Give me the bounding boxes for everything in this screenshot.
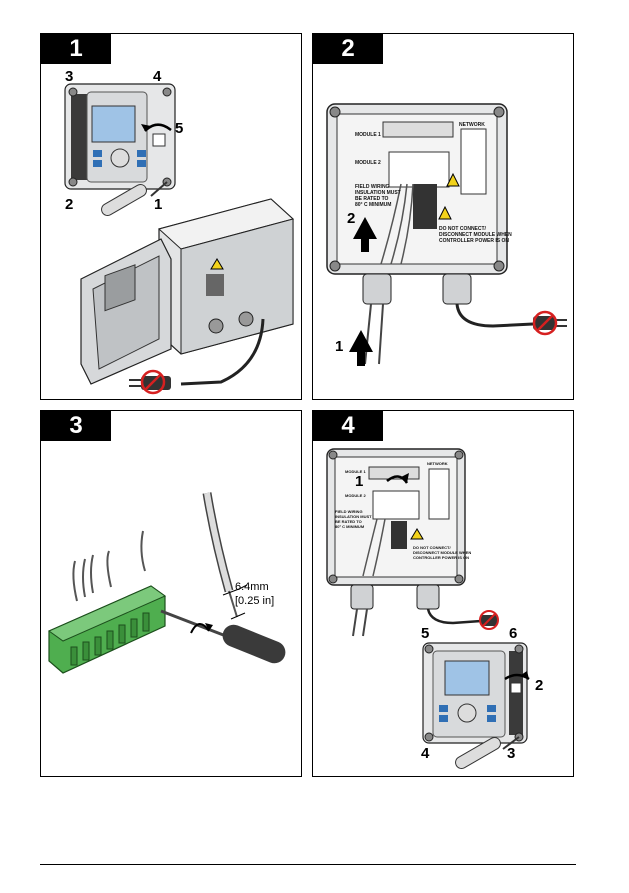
strip-length-in: [0.25 in] bbox=[235, 595, 275, 607]
step-2-panel: 2 MODULE 1 MODULE 2 NETWORK FIELD WIRING… bbox=[312, 33, 574, 400]
step-1-badge: 1 bbox=[41, 34, 111, 64]
callout-1: 1 bbox=[335, 338, 344, 355]
network-label: NETWORK bbox=[459, 122, 485, 128]
module-2-label: MODULE 2 bbox=[355, 160, 381, 166]
callout-4: 4 bbox=[153, 68, 162, 85]
module-2-label: MODULE 2 bbox=[345, 493, 366, 498]
network-label: NETWORK bbox=[427, 461, 448, 466]
callout-6: 6 bbox=[509, 625, 518, 642]
step-4-illustration bbox=[326, 448, 530, 769]
step-2-illustration bbox=[326, 103, 567, 366]
module-1-label: MODULE 1 bbox=[355, 132, 381, 138]
callout-2: 2 bbox=[65, 196, 74, 213]
step-3-illustration bbox=[47, 492, 286, 674]
step-3-badge: 3 bbox=[41, 411, 111, 441]
step-1-illustration bbox=[64, 83, 295, 395]
callout-2: 2 bbox=[535, 677, 544, 694]
callout-5: 5 bbox=[421, 625, 430, 642]
callout-3: 3 bbox=[65, 68, 74, 85]
disconnect-warning: DO NOT CONNECT/ DISCONNECT MODULE WHEN C… bbox=[439, 226, 512, 244]
callout-2: 2 bbox=[347, 210, 356, 227]
step-1-panel: 1 bbox=[40, 33, 302, 400]
step-4-badge: 4 bbox=[313, 411, 383, 441]
strip-length-mm: 6.4mm bbox=[235, 581, 269, 593]
footer-rule bbox=[40, 864, 576, 865]
module-1-label: MODULE 1 bbox=[345, 469, 366, 474]
callout-1: 1 bbox=[355, 473, 364, 490]
field-wiring-warning: FIELD WIRING INSULATION MUST BE RATED TO… bbox=[355, 184, 401, 208]
callout-3: 3 bbox=[507, 745, 516, 762]
step-4-panel: 4 bbox=[312, 410, 574, 777]
callout-5: 5 bbox=[175, 120, 184, 137]
step-3-panel: 3 6.4mm [0.25 in] bbox=[40, 410, 302, 777]
disconnect-warning: DO NOT CONNECT/ DISCONNECT MODULE WHEN C… bbox=[413, 545, 472, 560]
callout-4: 4 bbox=[421, 745, 430, 762]
field-wiring-warning: FIELD WIRING INSULATION MUST BE RATED TO… bbox=[335, 509, 372, 529]
step-2-badge: 2 bbox=[313, 34, 383, 64]
callout-1: 1 bbox=[154, 196, 163, 213]
